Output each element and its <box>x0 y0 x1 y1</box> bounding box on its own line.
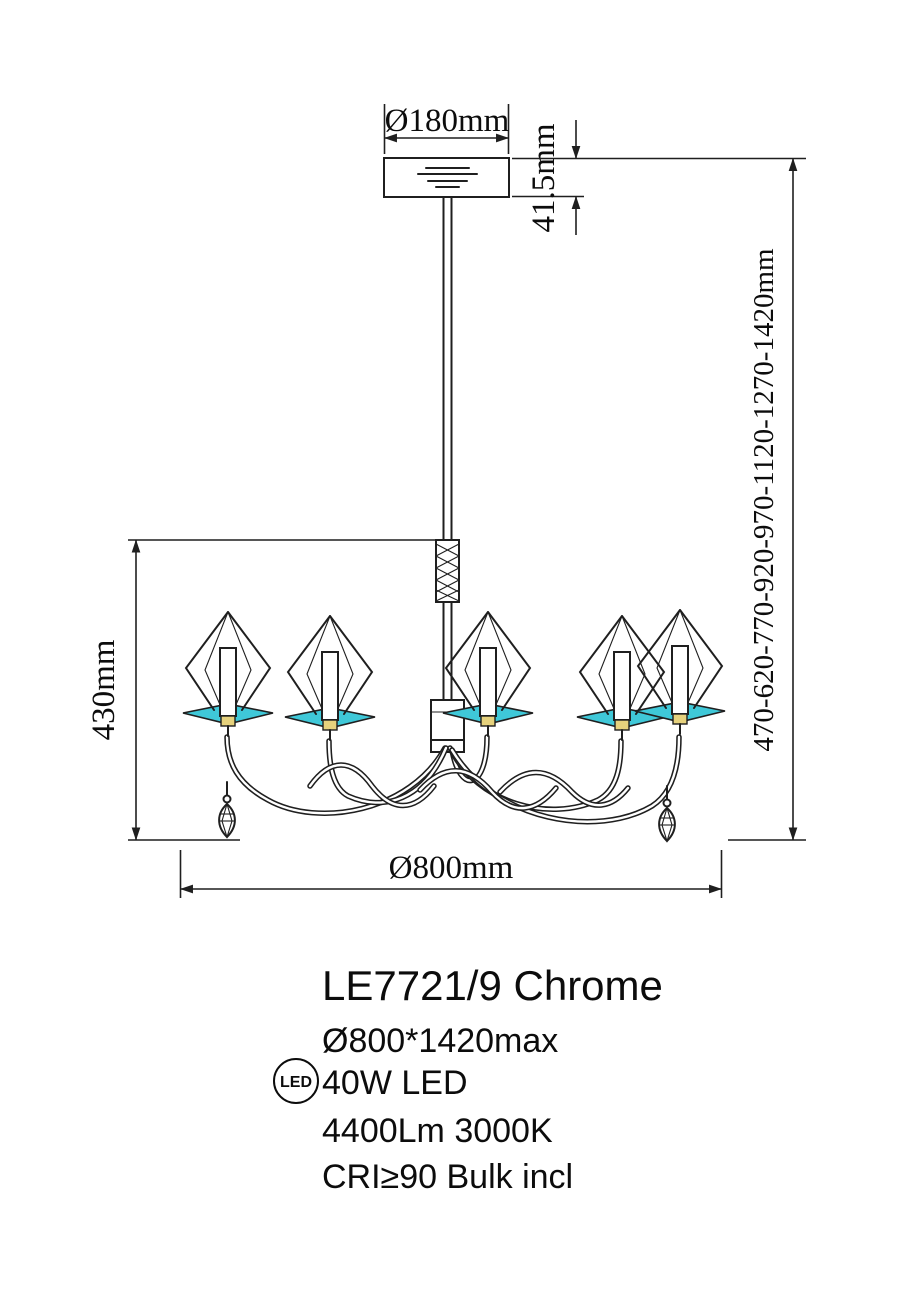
dim-canopy-diameter: Ø180mm <box>383 103 510 154</box>
dim-label-fixture-diameter: Ø800mm <box>389 850 514 886</box>
canopy-body <box>383 157 510 198</box>
product-cri: CRI≥90 Bulk incl <box>322 1158 573 1196</box>
lamp-shade <box>576 615 668 741</box>
product-luminous-flux: 4400Lm 3000K <box>322 1112 553 1150</box>
arm-scroll <box>308 763 436 807</box>
dim-canopy-height: 41.5mm <box>512 120 584 235</box>
product-info: LE7721/9 Chrome Ø800*1420max LED 40W LED… <box>273 962 663 1196</box>
rod-knurled-section <box>435 539 460 603</box>
arms <box>224 734 682 825</box>
product-wattage: 40W LED <box>322 1064 468 1102</box>
dim-label-height-range: 470-620-770-920-970-1120-1270-1420mm <box>748 248 780 752</box>
dim-fixture-height: 430mm <box>86 539 437 841</box>
led-badge-label: LED <box>280 1074 312 1091</box>
dim-height-range: 470-620-770-920-970-1120-1270-1420mm <box>512 157 806 841</box>
dim-label-canopy-height: 41.5mm <box>526 123 562 232</box>
led-badge: LED <box>273 1058 319 1104</box>
arm-scroll <box>498 771 630 807</box>
lamp-shade <box>182 611 274 737</box>
arm-scroll <box>418 769 558 810</box>
dim-label-canopy-diameter: Ø180mm <box>385 103 510 139</box>
arm-scroll <box>417 768 559 811</box>
ceiling-canopy <box>383 157 510 198</box>
product-dimensions: Ø800*1420max <box>322 1022 558 1060</box>
arm <box>225 735 447 815</box>
suspension-rod <box>442 196 453 701</box>
dim-fixture-diameter: Ø800mm <box>179 850 723 898</box>
central-hub <box>430 699 465 753</box>
lamp-shade <box>284 615 376 741</box>
product-model: LE7721/9 Chrome <box>322 962 663 1009</box>
dim-label-fixture-height: 430mm <box>86 639 122 740</box>
crystal-drop <box>218 781 236 838</box>
led-badge-circle <box>273 1058 319 1104</box>
